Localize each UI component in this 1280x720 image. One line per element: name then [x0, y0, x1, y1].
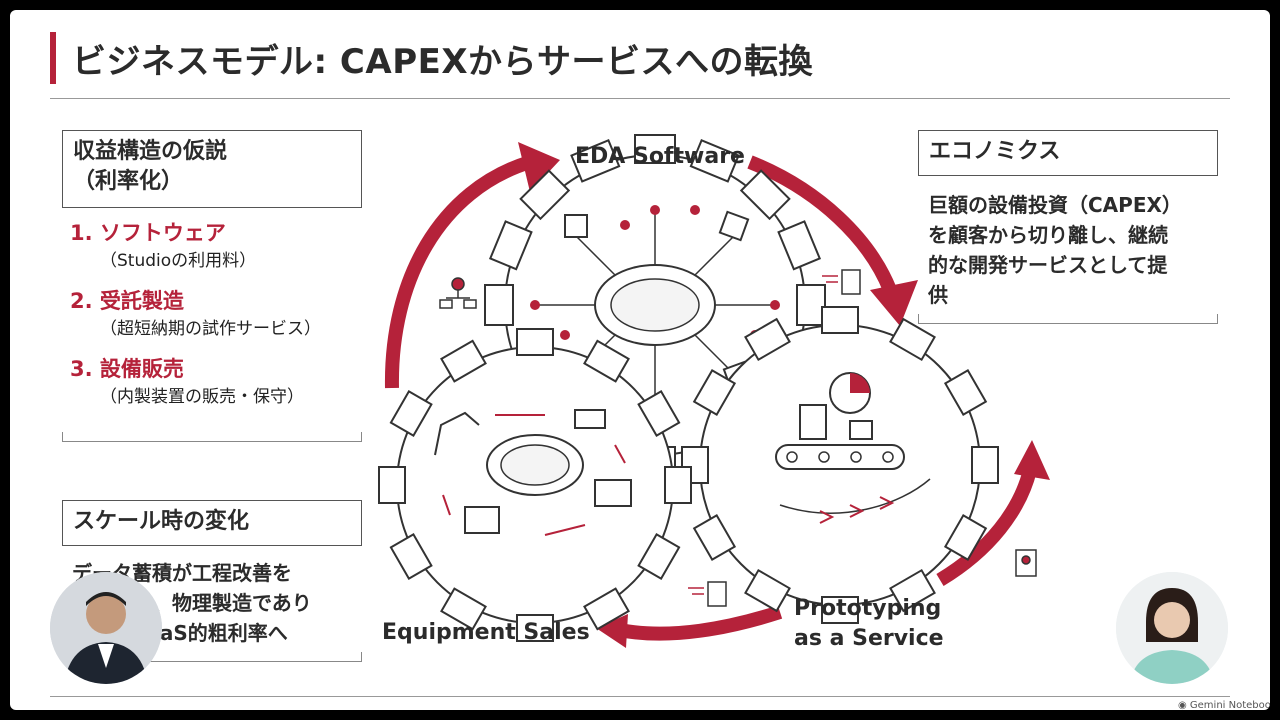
arrowhead-icon — [596, 614, 628, 648]
cycle-arrow-right — [936, 468, 1037, 587]
economics-line1: 巨額の設備投資（CAPEX） — [928, 193, 1182, 217]
brand-logo: ◉ Gemini Notebook — [1178, 700, 1270, 710]
revenue-bracket — [62, 432, 362, 442]
avatar — [1116, 572, 1228, 684]
conveyor-icon — [775, 444, 905, 470]
revenue-item-title: 3. 設備販売 — [70, 357, 184, 381]
report-icon — [1015, 549, 1037, 577]
economics-bracket — [918, 314, 1218, 324]
economics-line2: を顧客から切り離し、継続 — [928, 223, 1168, 247]
gear-cycle-svg — [378, 134, 1050, 648]
chip-icon — [718, 210, 750, 242]
revenue-item-sub: （Studioの利用料） — [100, 251, 257, 271]
eda-label: EDA Software — [575, 144, 745, 169]
revenue-heading: 収益構造の仮説 （利率化） — [62, 130, 362, 208]
equipment-label: Equipment Sales — [382, 620, 590, 645]
cycle-arrow-top-right — [747, 155, 897, 293]
economics-heading: エコノミクス — [918, 130, 1218, 176]
document-icon — [822, 269, 861, 295]
box-icon — [799, 404, 827, 440]
arrowhead-icon — [1014, 440, 1050, 480]
motor-icon — [464, 506, 500, 534]
participant-video-right[interactable] — [1116, 572, 1228, 684]
participant-video-left[interactable] — [50, 572, 162, 684]
title-accent-bar — [50, 32, 56, 84]
paas-label: Prototyping as a Service — [794, 594, 944, 654]
gear-cycle-diagram: EDA Software Equipment Sales Prototyping… — [370, 130, 1060, 670]
arrowhead-icon — [870, 280, 918, 326]
economics-line4: 供 — [928, 283, 948, 307]
slide-frame: ビジネスモデル: CAPEXからサービスへの転換 収益構造の仮説 （利率化） 1… — [10, 10, 1270, 710]
revenue-item-title: 2. 受託製造 — [70, 289, 184, 313]
title-divider — [50, 98, 1230, 99]
cycle-arrow-left — [384, 155, 533, 389]
economics-text: 巨額の設備投資（CAPEX） を顧客から切り離し、継続 的な開発サービスとして提… — [928, 190, 1182, 310]
revenue-item-title: 1. ソフトウェア — [70, 221, 226, 245]
economics-line3: 的な開発サービスとして提 — [928, 253, 1168, 277]
revenue-item-sub: （超短納期の試作サービス） — [100, 319, 321, 339]
motor-icon — [594, 479, 632, 507]
org-chart-icon — [439, 277, 477, 309]
box-icon — [849, 420, 873, 440]
brand-text: Gemini Notebook — [1189, 700, 1270, 710]
cycle-arrow-bottom — [618, 605, 783, 641]
list-item: 3. 設備販売 （内製装置の販売・保守） — [70, 354, 321, 410]
list-item: 2. 受託製造 （超短納期の試作サービス） — [70, 286, 321, 342]
revenue-heading-line2: （利率化） — [73, 169, 184, 194]
revenue-item-sub: （内製装置の販売・保守） — [100, 387, 304, 407]
brand-icon: ◉ — [1178, 700, 1190, 710]
equipment-gear — [378, 328, 692, 642]
chip-icon — [564, 214, 588, 238]
avatar — [50, 572, 162, 684]
motor-icon — [574, 409, 606, 429]
footer-divider — [50, 696, 1230, 697]
robot-arm-icon — [434, 411, 480, 456]
revenue-heading-line1: 収益構造の仮説 — [73, 139, 228, 164]
list-item: 1. ソフトウェア （Studioの利用料） — [70, 218, 321, 274]
slide-title: ビジネスモデル: CAPEXからサービスへの転換 — [72, 42, 814, 82]
paas-label-line2: as a Service — [794, 626, 944, 651]
revenue-list: 1. ソフトウェア （Studioの利用料） 2. 受託製造 （超短納期の試作サ… — [70, 218, 321, 422]
document-icon — [688, 581, 727, 607]
arrowhead-icon — [518, 142, 560, 192]
paas-gear — [681, 306, 999, 624]
scale-heading: スケール時の変化 — [62, 500, 362, 546]
paas-label-line1: Prototyping — [794, 596, 942, 621]
